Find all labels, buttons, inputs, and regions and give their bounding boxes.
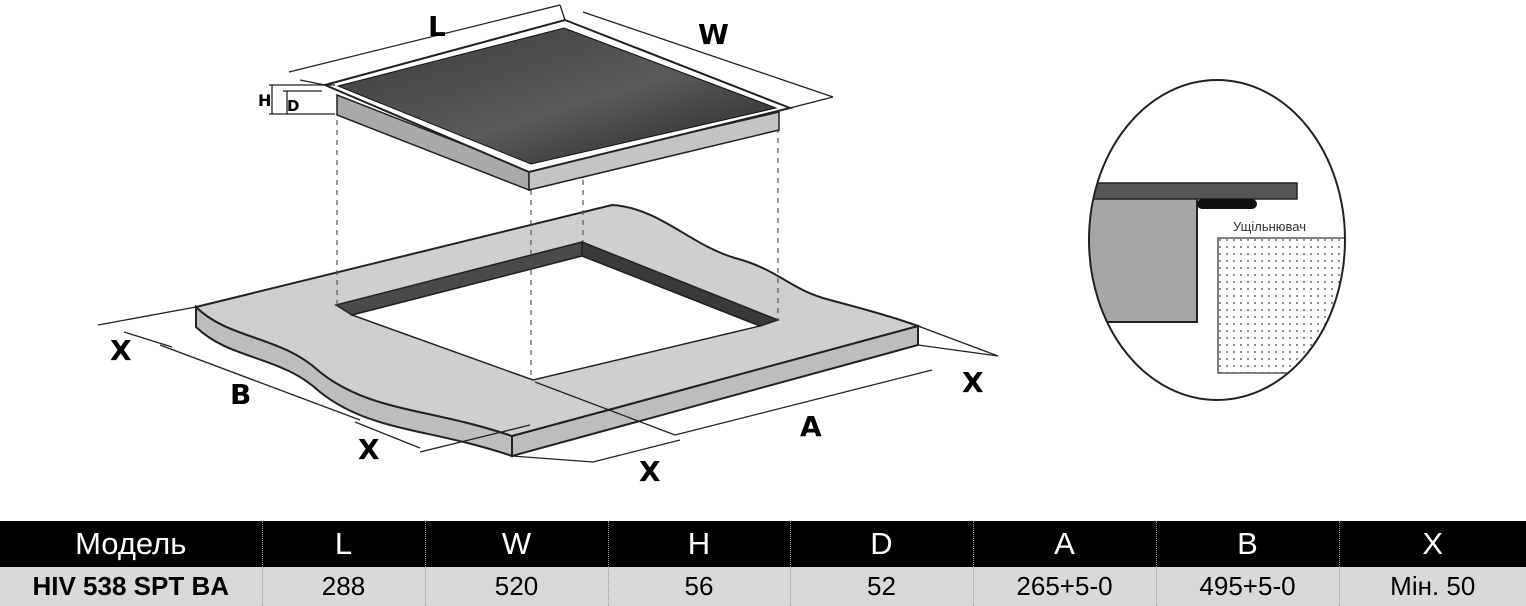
dim-label-a: A	[800, 410, 822, 443]
header-h: H	[608, 521, 791, 567]
detail-counter-section	[1089, 196, 1198, 323]
cell-l: 288	[262, 567, 426, 606]
dim-label-b: B	[230, 378, 251, 411]
header-x: X	[1339, 521, 1526, 567]
cell-x: Мін. 50	[1339, 567, 1526, 606]
cell-a: 265+5-0	[973, 567, 1157, 606]
cell-b: 495+5-0	[1156, 567, 1340, 606]
countertop	[194, 203, 922, 458]
header-model: Модель	[0, 521, 263, 567]
cell-model: HIV 538 SPT BA	[0, 567, 263, 606]
header-a: A	[973, 521, 1157, 567]
cell-h: 56	[608, 567, 791, 606]
dim-label-x-bottom-left: X	[358, 433, 380, 466]
hob	[321, 18, 794, 192]
cell-w: 520	[425, 567, 609, 606]
table-row: HIV 538 SPT BA 288 520 56 52 265+5-0 495…	[0, 567, 1526, 606]
dim-label-x-left: X	[110, 334, 132, 367]
dim-label-x-bottom: X	[639, 455, 661, 488]
detail-seal-strip	[1197, 199, 1257, 209]
hob-glass-surface	[336, 27, 778, 165]
hob-installation-diagram: L W H D X B X X A X Ущільнювач	[97, 4, 1346, 488]
alignment-lines	[336, 100, 779, 380]
detail-glass-plate	[1089, 182, 1298, 200]
seal-label: Ущільнювач	[1233, 219, 1306, 234]
cell-d: 52	[790, 567, 974, 606]
dim-label-x-right: X	[962, 366, 984, 399]
header-b: B	[1156, 521, 1340, 567]
dim-label-w: W	[698, 18, 729, 51]
spec-table: Модель L W H D A B X HIV 538 SPT BA 288 …	[0, 521, 1526, 606]
seal-detail-inset: Ущільнювач	[1088, 79, 1346, 401]
dimension-lines	[97, 4, 999, 463]
header-w: W	[425, 521, 609, 567]
detail-hob-body	[1217, 237, 1345, 374]
dim-label-d: D	[287, 97, 299, 115]
header-d: D	[790, 521, 974, 567]
header-l: L	[262, 521, 426, 567]
dim-label-l: L	[428, 10, 446, 43]
cutout-opening	[349, 255, 763, 381]
dim-label-h: H	[258, 91, 271, 110]
spec-table-header-row: Модель L W H D A B X	[0, 521, 1526, 567]
